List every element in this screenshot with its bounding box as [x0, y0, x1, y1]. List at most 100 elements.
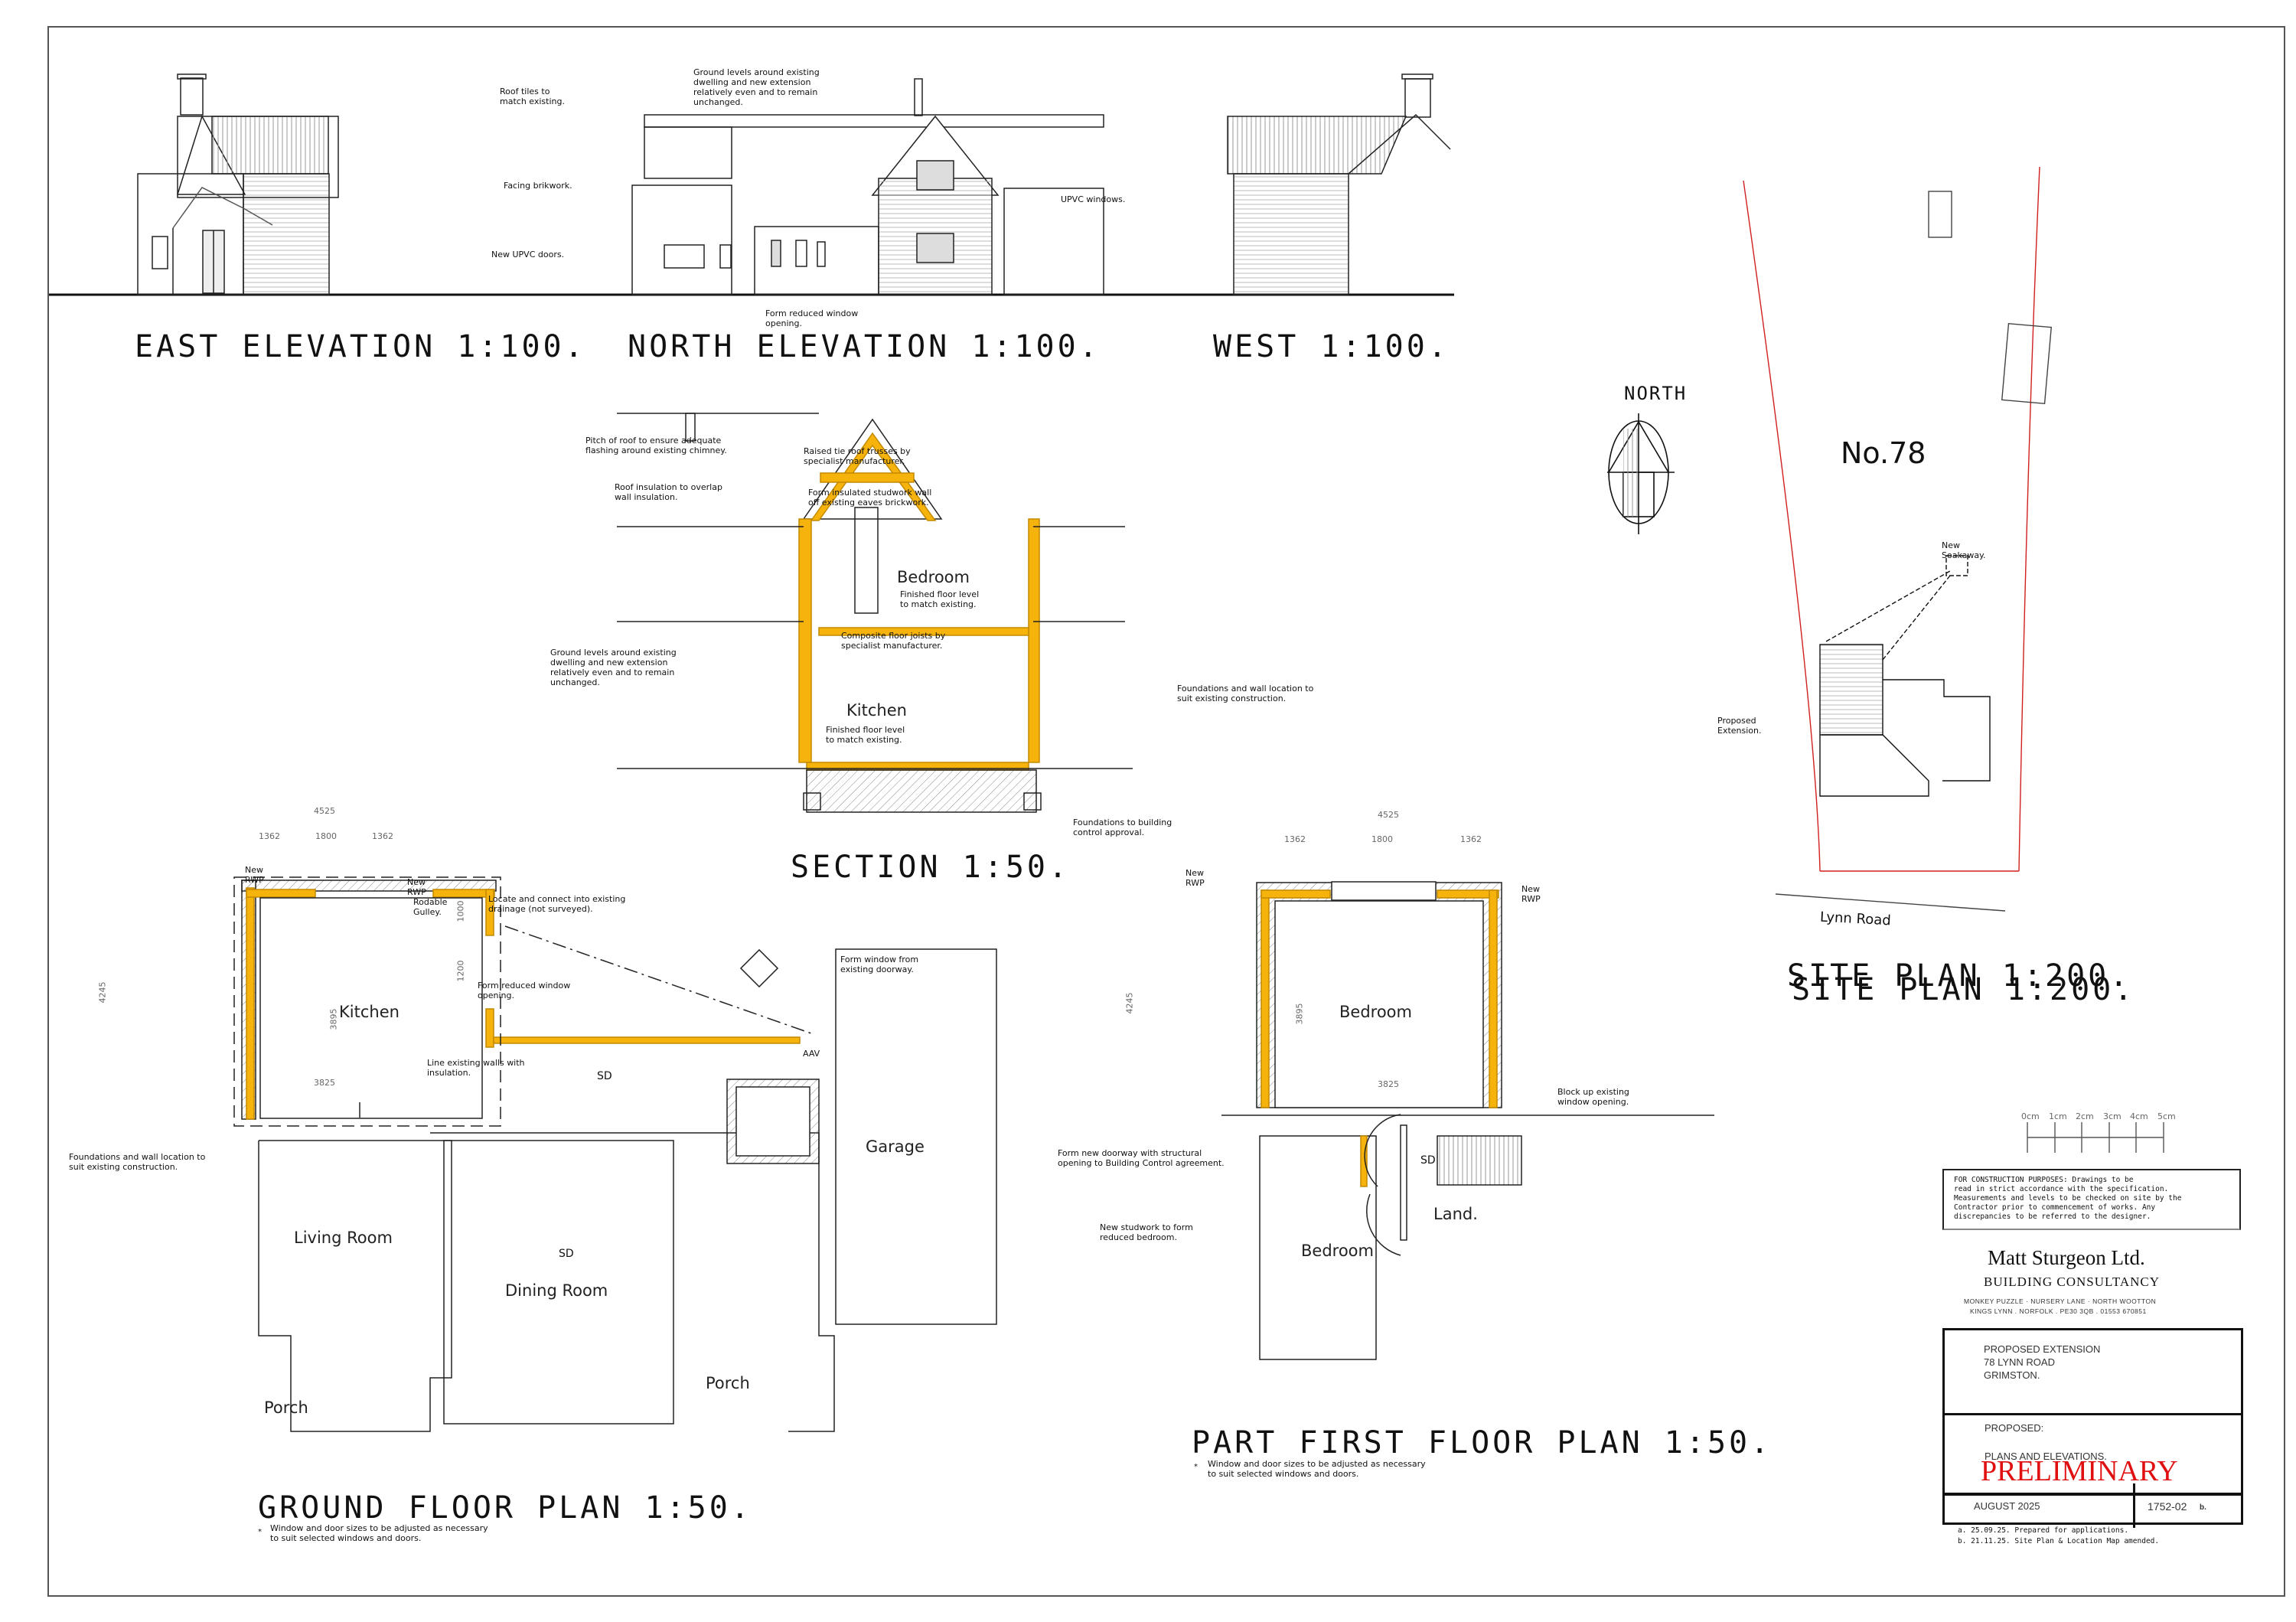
- drawing-title: PLANS AND ELEVATIONS.: [1985, 1451, 2107, 1462]
- first-floor-title: PART FIRST FLOOR PLAN 1:50.: [1192, 1425, 1773, 1460]
- note-ff-rwp-left: New RWP: [1186, 868, 1205, 888]
- site-plot-label: No.78: [1841, 436, 1926, 470]
- ff-footnote: Window and door sizes to be adjusted as …: [1208, 1459, 1426, 1479]
- label-smoke-detector-landing: SD: [1420, 1154, 1436, 1167]
- preliminary-stamp: PRELIMINARY: [1981, 1455, 2178, 1487]
- section-room-kitchen: Kitchen: [846, 701, 907, 720]
- gf-dim-left: 1362: [259, 831, 280, 841]
- date-number-row: [1942, 1493, 2243, 1525]
- note-roof-tiles: Roof tiles to match existing.: [500, 86, 565, 106]
- ff-room-bedroom-new: Bedroom: [1339, 1003, 1412, 1021]
- scale-tick-1: 1cm: [2049, 1111, 2067, 1121]
- note-gf-rwp-left: New RWP: [245, 865, 264, 885]
- gf-dim-overall: 4525: [314, 806, 335, 816]
- gf-dim-inner-width: 3825: [314, 1078, 335, 1088]
- note-gf-rwp-right: New RWP: [407, 877, 426, 897]
- note-gf-foundations: Foundations and wall location to suit ex…: [69, 1152, 206, 1172]
- gf-room-dining: Dining Room: [505, 1281, 608, 1300]
- ground-floor-title: GROUND FLOOR PLAN 1:50.: [258, 1490, 752, 1526]
- revision-b: b. 21.11.25. Site Plan & Location Map am…: [1958, 1537, 2160, 1545]
- first-floor-plan-drawing: [1221, 881, 1714, 1360]
- site-plan-drawing: [1743, 166, 2053, 912]
- scale-bar-drawing: [2027, 1122, 2164, 1153]
- north-arrow-label: NORTH: [1624, 383, 1688, 404]
- ff-dim-depth: 4245: [1124, 992, 1135, 1014]
- gf-asterisk: *: [258, 1528, 262, 1536]
- gf-room-porch-right: Porch: [706, 1374, 750, 1392]
- note-new-doorway: Form new doorway with structural opening…: [1058, 1148, 1225, 1168]
- scale-tick-4: 4cm: [2130, 1111, 2148, 1121]
- note-floor-joists: Composite floor joists by specialist man…: [841, 631, 946, 651]
- section-drawing: [617, 413, 1133, 813]
- north-arrow-drawing: [1607, 413, 1675, 534]
- scale-tick-3: 3cm: [2103, 1111, 2122, 1121]
- ff-room-bedroom-reduced: Bedroom: [1301, 1242, 1374, 1260]
- gf-dim-1000: 1000: [455, 900, 466, 922]
- disclaimer-box: [1942, 1169, 2241, 1230]
- drawing-revision: b.: [2200, 1503, 2206, 1512]
- gf-room-porch-left: Porch: [264, 1398, 308, 1417]
- gf-dim-inner-depth: 3895: [328, 1008, 339, 1030]
- note-ffl-bedroom: Finished floor level to match existing.: [900, 589, 980, 609]
- label-smoke-detector-dining: SD: [559, 1248, 574, 1260]
- east-elevation-drawing: [137, 73, 339, 295]
- ground-floor-plan-drawing: [233, 876, 997, 1432]
- note-foundations-bc: Foundations to building control approval…: [1073, 818, 1172, 837]
- gf-dim-right: 1362: [372, 831, 393, 841]
- note-reduced-window-plan: Form reduced window opening.: [478, 981, 571, 1000]
- note-ground-levels-elevation: Ground levels around existing dwelling a…: [693, 67, 820, 107]
- note-new-studwork: New studwork to form reduced bedroom.: [1100, 1222, 1193, 1242]
- scale-tick-0: 0cm: [2021, 1111, 2040, 1121]
- scale-tick-5: 5cm: [2157, 1111, 2176, 1121]
- north-elevation-title: NORTH ELEVATION 1:100.: [628, 329, 1101, 364]
- date-number-divider: [2133, 1483, 2135, 1528]
- section-room-bedroom: Bedroom: [897, 568, 970, 586]
- section-title: SECTION 1:50.: [791, 850, 1071, 885]
- company-name: Matt Sturgeon Ltd.: [1988, 1246, 2145, 1269]
- company-address-line2: KINGS LYNN . NORFOLK . PE30 3QB . 01553 …: [1970, 1307, 2147, 1315]
- west-elevation-drawing: [1227, 73, 1451, 295]
- note-upvc-doors: New UPVC doors.: [491, 250, 565, 259]
- drawing-date: AUGUST 2025: [1974, 1500, 2040, 1512]
- note-drainage: Locate and connect into existing drainag…: [488, 894, 626, 914]
- ff-dim-overall: 4525: [1378, 810, 1399, 820]
- ff-dim-inner-width: 3825: [1378, 1079, 1399, 1089]
- note-foundations-wall-section: Foundations and wall location to suit ex…: [1177, 684, 1314, 703]
- project-details: PROPOSED EXTENSION 78 LYNN ROAD GRIMSTON…: [1984, 1343, 2101, 1381]
- note-ffl-kitchen: Finished floor level to match existing.: [826, 725, 905, 745]
- north-elevation-drawing: [631, 78, 1104, 295]
- note-roof-pitch: Pitch of roof to ensure adequate flashin…: [585, 436, 727, 455]
- note-facing-brickwork: Facing brikwork.: [504, 181, 572, 191]
- scale-tick-2: 2cm: [2076, 1111, 2094, 1121]
- gf-footnote: Window and door sizes to be adjusted as …: [270, 1523, 488, 1543]
- note-upvc-windows: UPVC windows.: [1061, 194, 1126, 204]
- ff-dim-inner-depth: 3895: [1294, 1003, 1305, 1025]
- drawing-number: 1752-02: [2148, 1500, 2187, 1513]
- note-studwork-wall: Form insulated studwork wall off existin…: [808, 488, 932, 507]
- note-roof-trusses: Raised tie roof trusses by specialist ma…: [804, 446, 911, 466]
- ff-asterisk: *: [1194, 1463, 1198, 1471]
- note-new-soakaway: New Soakaway.: [1942, 540, 1986, 560]
- revision-a: a. 25.09.25. Prepared for applications.: [1958, 1526, 2129, 1535]
- note-proposed-extension: Proposed Extension.: [1717, 716, 1762, 736]
- gf-room-living: Living Room: [294, 1229, 393, 1247]
- note-line-walls: Line existing walls with insulation.: [427, 1058, 525, 1078]
- note-ff-rwp-right: New RWP: [1521, 884, 1541, 904]
- gf-dim-depth: 4245: [97, 981, 108, 1004]
- gf-room-garage: Garage: [866, 1137, 925, 1156]
- label-smoke-detector-hall: SD: [597, 1070, 612, 1082]
- west-elevation-title: WEST 1:100.: [1213, 329, 1450, 364]
- construction-disclaimer: FOR CONSTRUCTION PURPOSES: Drawings to b…: [1954, 1176, 2182, 1221]
- site-plan-title-duplicate: SITE PLAN 1:200.: [1792, 972, 2136, 1007]
- drawing-label: PROPOSED:: [1985, 1422, 2044, 1434]
- company-subtitle: BUILDING CONSULTANCY: [1984, 1274, 2161, 1289]
- east-elevation-title: EAST ELEVATION 1:100.: [135, 329, 586, 364]
- gf-dim-1200: 1200: [455, 960, 466, 982]
- gf-room-kitchen: Kitchen: [339, 1003, 400, 1021]
- ff-dim-left: 1362: [1284, 834, 1306, 844]
- label-aav: AAV: [803, 1049, 820, 1059]
- site-plan-title: SITE PLAN 1:200.: [1787, 958, 2131, 994]
- note-rodable-gulley: Rodable Gulley.: [413, 897, 448, 917]
- drawing-sheet-border: [47, 26, 2285, 1597]
